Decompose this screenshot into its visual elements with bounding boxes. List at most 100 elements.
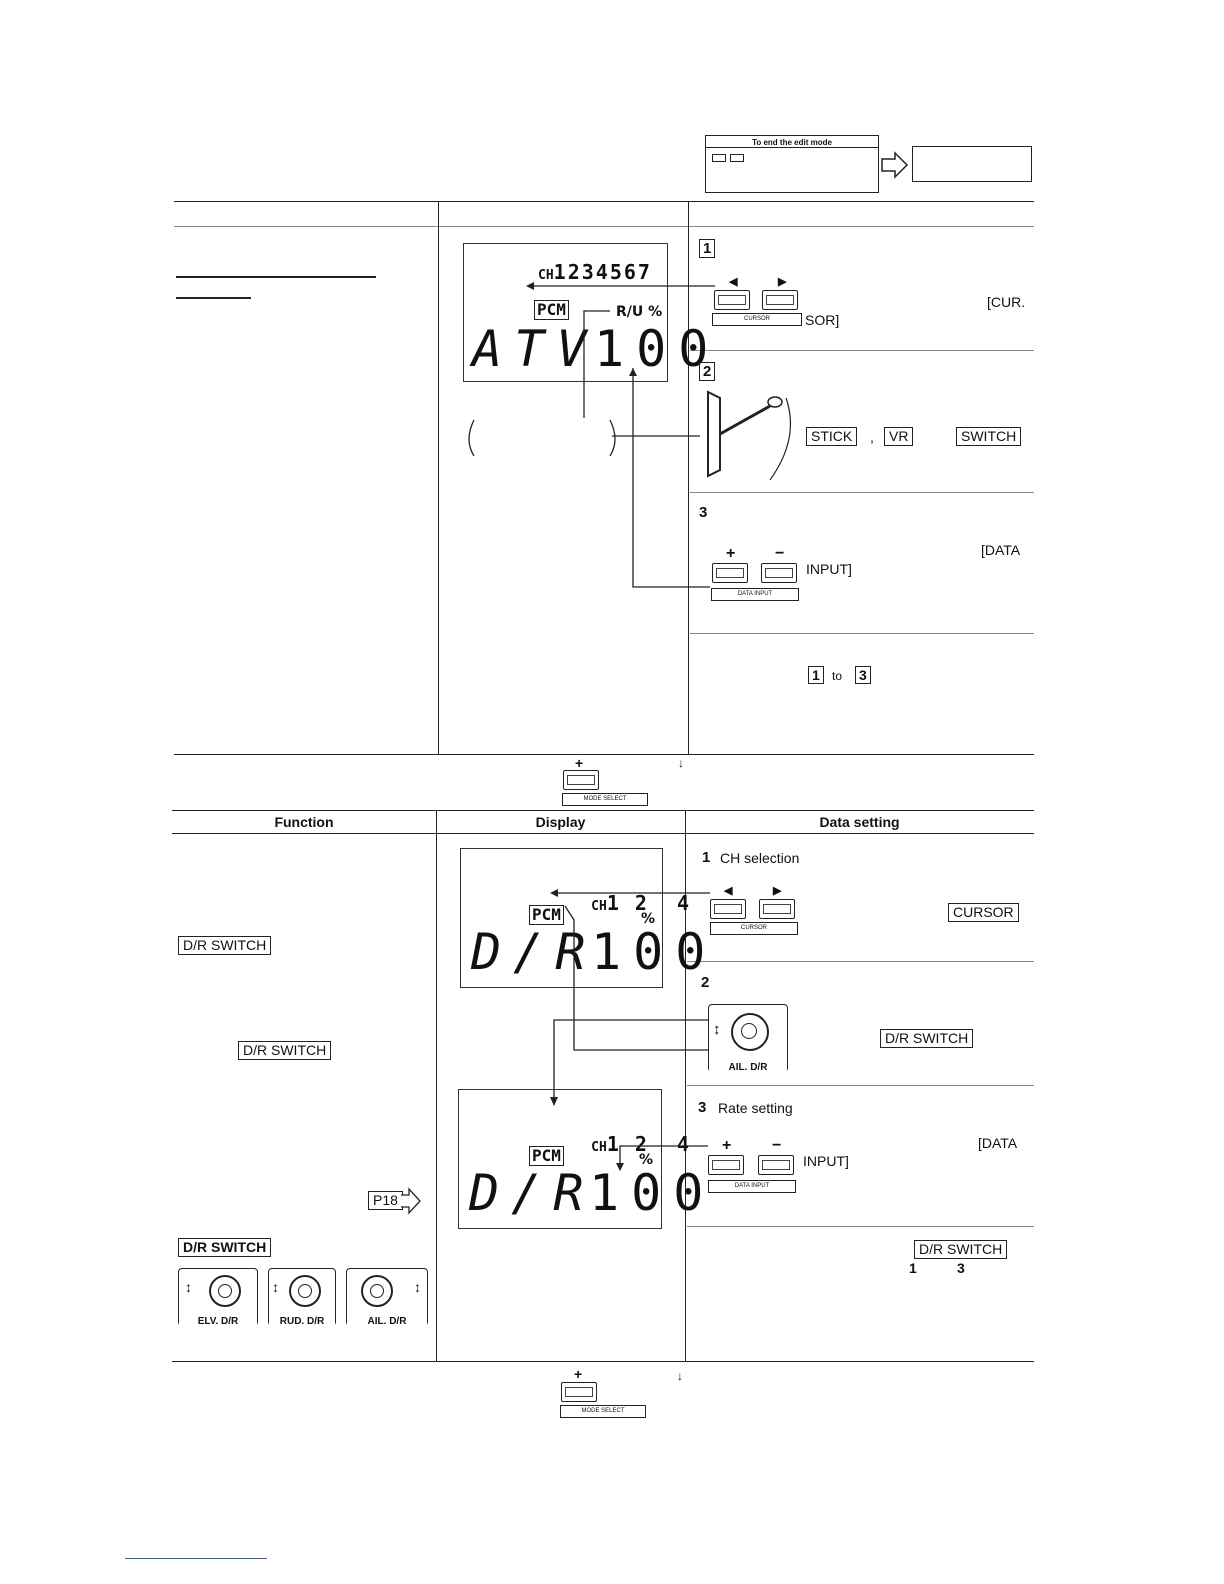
s2-header-function: Function xyxy=(274,814,334,830)
s2-bottom-value: 100 xyxy=(589,1164,716,1222)
s1-cursor-right-button[interactable] xyxy=(762,290,798,310)
s1-lcd-channels: CH1234567 xyxy=(538,260,652,284)
s1-function-underline-1 xyxy=(176,276,376,278)
s1-step-rule-2 xyxy=(690,492,1034,493)
s2-step2-number: 2 xyxy=(701,974,710,991)
s2-ail-dr-label: AIL. D/R xyxy=(709,1062,787,1073)
mode-select-plus-icon-2: + xyxy=(574,1366,583,1382)
s1-mode-text: ATV xyxy=(472,320,599,378)
s2-lcd-display-bottom: CH1 2 4 PCM % D/R 100 xyxy=(458,1089,703,1229)
s2-repeat-tag: D/R SWITCH xyxy=(914,1240,1008,1259)
mode-select-button-2[interactable] xyxy=(561,1382,597,1402)
ail-dr-label: AIL. D/R xyxy=(347,1316,427,1327)
s2-cursor-right-button[interactable] xyxy=(759,899,795,919)
updown-arrow-icon: ↕ xyxy=(713,1021,721,1038)
s1-switch-tag: SWITCH xyxy=(956,427,1022,446)
down-arrow-icon-2: ↓ xyxy=(677,1369,683,1383)
s1-step-rule-1 xyxy=(690,350,1034,351)
s1-function-underline-2 xyxy=(176,297,251,299)
s1-minus-button[interactable] xyxy=(761,563,797,583)
s2-step-rule-1 xyxy=(687,961,1034,962)
s1-lcd-display: CH1234567 PCM R/U % ATV 100 xyxy=(463,243,708,382)
s1-step1-number: 1 xyxy=(699,239,716,258)
s2-minus-icon: − xyxy=(772,1137,782,1154)
s2-dr-switch-step-tag: D/R SWITCH xyxy=(880,1029,974,1048)
end-edit-mode-title: To end the edit mode xyxy=(706,138,878,148)
s1-value: 100 xyxy=(594,320,721,378)
s1-ch-digits: 1234567 xyxy=(553,260,652,284)
s1-repeat-to: 3 xyxy=(855,666,871,684)
s1-connector-lines xyxy=(468,282,715,588)
ail-dr-switch[interactable]: ↕ AIL. D/R xyxy=(346,1268,428,1327)
toggle-knob-icon xyxy=(209,1275,241,1307)
s1-repeat-to-word: to xyxy=(832,669,843,683)
s1-unit-label: R/U % xyxy=(616,304,663,320)
page-ref-arrow-icon xyxy=(401,1187,421,1215)
s2-top-rule xyxy=(172,810,1034,811)
s1-repeat-from: 1 xyxy=(808,666,824,684)
s2-repeat-to: 3 xyxy=(957,1260,965,1276)
s2-step1-title: CH selection xyxy=(720,850,800,866)
s2-bottom-rule xyxy=(172,1361,1034,1362)
s2-step3-title: Rate setting xyxy=(718,1100,793,1116)
s1-step3-tag-tail: INPUT] xyxy=(806,561,852,577)
elv-dr-switch[interactable]: ↕ ELV. D/R xyxy=(178,1268,258,1327)
s2-minus-button[interactable] xyxy=(758,1155,794,1175)
s2-plus-button[interactable] xyxy=(708,1155,744,1175)
s2-step3-tag-right: [DATA xyxy=(978,1135,1018,1151)
s2-data-input-label: DATA INPUT xyxy=(708,1180,796,1193)
right-arrow-icon xyxy=(881,151,909,179)
s2-connector-lines xyxy=(550,889,710,1171)
s1-cursor-label: CURSOR xyxy=(712,313,802,326)
s2-step3-tag-tail: INPUT] xyxy=(803,1153,849,1169)
s1-step-rule-3 xyxy=(690,633,1034,634)
s2-top-channels: CH1 2 4 xyxy=(591,891,692,915)
s1-stick-comma: , xyxy=(870,429,874,445)
s1-step1-tag-tail: SOR] xyxy=(805,312,840,328)
s1-step1-tag-right: [CUR. xyxy=(987,294,1026,310)
s1-col-div-1 xyxy=(438,201,439,754)
s2-col-div-1 xyxy=(436,810,437,1361)
s2-top-pcm: PCM xyxy=(529,905,564,925)
s1-cursor-left-button[interactable] xyxy=(714,290,750,310)
mode-select-plus-icon-1: + xyxy=(575,755,584,771)
s2-step-rule-3 xyxy=(687,1226,1034,1227)
s1-col-div-2 xyxy=(688,201,689,754)
s2-ail-dr-switch[interactable]: ↕ AIL. D/R xyxy=(708,1004,788,1073)
s2-plus-icon: + xyxy=(722,1137,732,1154)
toggle-knob-icon xyxy=(289,1275,321,1307)
s2-bottom-unit: % xyxy=(639,1152,654,1168)
s2-bottom-mode-text: D/R xyxy=(469,1164,596,1222)
updown-arrow-icon: ↕ xyxy=(414,1279,421,1295)
s2-header-display: Display xyxy=(535,814,586,830)
mode-select-button-1[interactable] xyxy=(563,770,599,790)
updown-arrow-icon: ↕ xyxy=(185,1279,192,1295)
s2-page-ref: P18 xyxy=(368,1191,403,1210)
stick-icon xyxy=(707,390,792,481)
s2-dr-switch-tag-1: D/R SWITCH xyxy=(178,936,272,955)
rud-dr-label: RUD. D/R xyxy=(269,1316,335,1327)
end-edit-keys-icon-2 xyxy=(730,154,744,162)
s1-step3-number: 3 xyxy=(699,504,708,521)
s2-col-div-2 xyxy=(685,810,686,1361)
updown-arrow-icon: ↕ xyxy=(272,1279,279,1295)
s2-cursor-label: CURSOR xyxy=(710,922,798,935)
s2-bottom-pcm: PCM xyxy=(529,1146,564,1166)
s2-top-unit: % xyxy=(641,911,656,927)
s2-dr-switch-tag-2: D/R SWITCH xyxy=(238,1041,332,1060)
s2-step1-number: 1 xyxy=(702,849,711,866)
s2-header-data-setting: Data setting xyxy=(819,814,900,830)
s2-cursor-right-icon: ▶ xyxy=(773,885,782,897)
footnote-rule xyxy=(125,1558,267,1559)
s2-dr-switch-tag-3: D/R SWITCH xyxy=(178,1238,272,1257)
s1-plus-button[interactable] xyxy=(712,563,748,583)
s1-minus-icon: − xyxy=(775,545,785,562)
s2-lcd-display-top: CH1 2 4 PCM % D/R 100 xyxy=(460,848,705,988)
s2-cursor-left-button[interactable] xyxy=(710,899,746,919)
s2-header-rule xyxy=(172,833,1034,834)
s1-data-input-label: DATA INPUT xyxy=(711,588,799,601)
rud-dr-switch[interactable]: ↕ RUD. D/R xyxy=(268,1268,336,1327)
s2-cursor-left-icon: ◀ xyxy=(724,885,733,897)
s1-top-rule xyxy=(174,201,1034,202)
s1-step3-tag-right: [DATA xyxy=(981,542,1021,558)
